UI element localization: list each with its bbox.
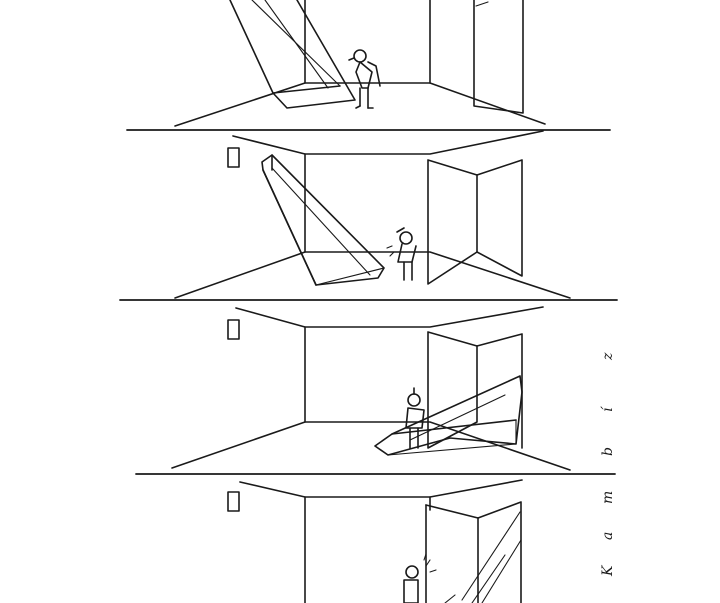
signature-letter: a [600, 532, 616, 540]
cartoon-man [348, 49, 381, 109]
room [171, 306, 571, 471]
wall-frame [227, 319, 240, 340]
cartoon-man [405, 387, 425, 449]
artist-signature: K a m b í z [600, 352, 616, 577]
light-beam-object [261, 154, 385, 286]
panel-1 [126, 0, 611, 131]
cartoon-man [403, 553, 437, 603]
cartoon-man [386, 227, 417, 281]
room [174, 130, 571, 299]
panel-2 [119, 130, 618, 301]
signature-letter: K [600, 564, 616, 577]
light-beam-object [229, 0, 356, 109]
signature-letter: m [600, 491, 616, 504]
light-reflection [444, 511, 522, 603]
wall-frame [227, 147, 240, 168]
room [227, 479, 523, 603]
panel-3 [135, 306, 616, 475]
wall-frame [227, 491, 240, 512]
light-beam-object [374, 375, 523, 456]
signature-letter: b [600, 447, 616, 456]
signature-letter: í [600, 406, 616, 412]
signature-letter: z [600, 352, 616, 361]
panel-4 [227, 479, 523, 603]
